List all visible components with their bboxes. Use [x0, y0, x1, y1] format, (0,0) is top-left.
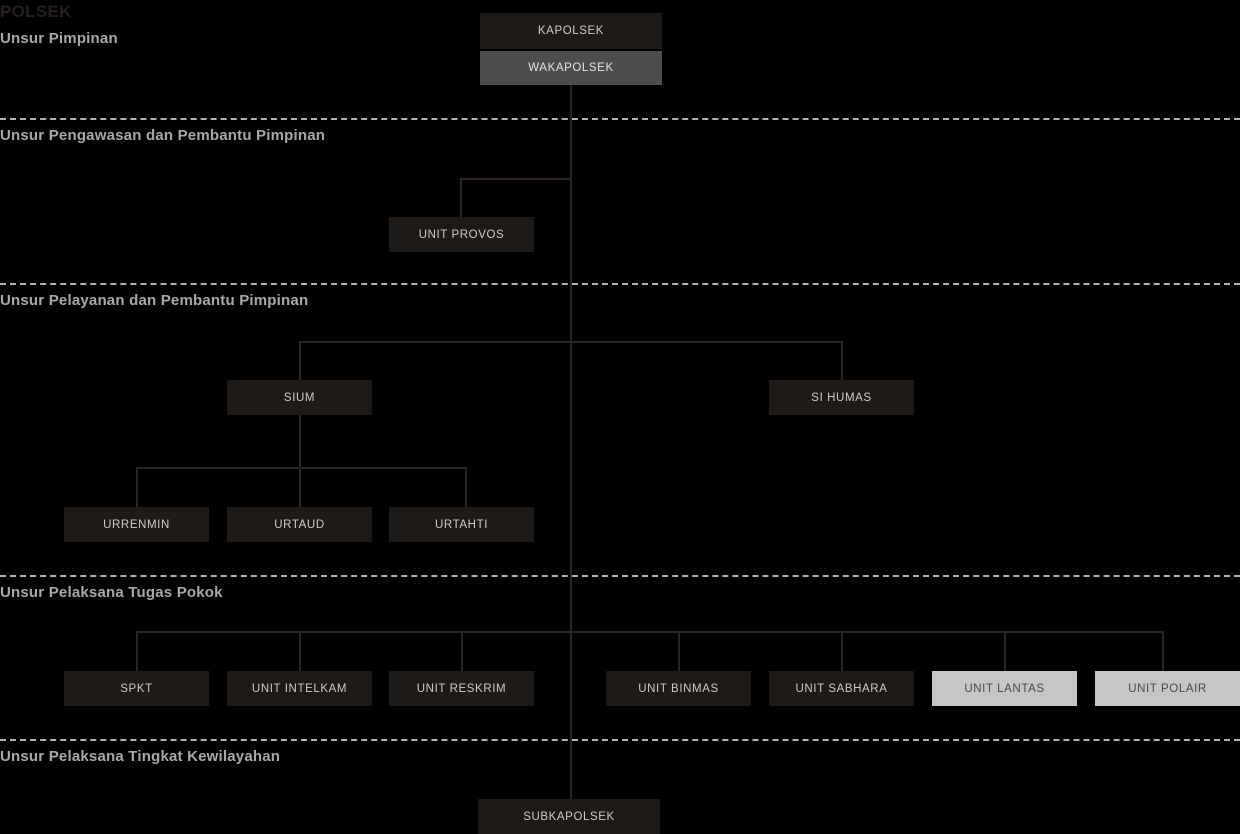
connector-urtahti-drop [465, 467, 467, 507]
band-label-pengawasan: Unsur Pengawasan dan Pembantu Pimpinan [0, 127, 326, 144]
divider-kewilayahan [0, 739, 1240, 741]
node-unit-sabhara[interactable]: UNIT SABHARA [769, 671, 914, 706]
node-kapolsek-label: KAPOLSEK [537, 25, 605, 37]
connector-provos-drop [460, 178, 462, 217]
node-unit-polair[interactable]: UNIT POLAIR [1095, 671, 1240, 706]
connector-unit-intelkam-drop [299, 631, 301, 671]
connector-urtaud-drop [299, 467, 301, 507]
trunk-line-main [570, 85, 572, 799]
node-unit-provos-label: UNIT PROVOS [418, 228, 505, 241]
node-unit-provos[interactable]: UNIT PROVOS [389, 217, 534, 252]
connector-sium-stem [299, 415, 301, 467]
node-urrenmin[interactable]: URRENMIN [64, 507, 209, 542]
connector-unit-polair-drop [1162, 631, 1164, 671]
connector-sium-drop [299, 341, 301, 380]
node-subkapolsek[interactable]: SUBKAPOLSEK [478, 799, 660, 834]
node-unit-lantas[interactable]: UNIT LANTAS [932, 671, 1077, 706]
band-label-pimpinan: Unsur Pimpinan [0, 30, 118, 47]
page-title: POLSEK [0, 2, 72, 21]
node-urtaud-label: URTAUD [274, 518, 325, 531]
node-urtahti[interactable]: URTAHTI [389, 507, 534, 542]
node-unit-intelkam-label: UNIT INTELKAM [251, 682, 348, 695]
connector-pelaksana-horizontal [136, 631, 1162, 633]
connector-unit-lantas-drop [1004, 631, 1006, 671]
node-sium-label: SIUM [283, 391, 316, 404]
node-unit-sabhara-label: UNIT SABHARA [795, 682, 888, 695]
connector-urrenmin-drop [136, 467, 138, 507]
node-unit-binmas-label: UNIT BINMAS [638, 682, 719, 695]
divider-pelaksana [0, 575, 1240, 577]
node-urtahti-label: URTAHTI [435, 518, 488, 531]
node-sium[interactable]: SIUM [227, 380, 372, 415]
divider-pelayanan [0, 283, 1240, 285]
node-spkt[interactable]: SPKT [64, 671, 209, 706]
node-kapolsek[interactable]: KAPOLSEK [480, 13, 662, 49]
node-subkapolsek-label: SUBKAPOLSEK [523, 810, 615, 823]
connector-provos-horizontal [460, 178, 572, 180]
node-urrenmin-label: URRENMIN [103, 518, 170, 531]
connector-unit-binmas-drop [678, 631, 680, 671]
connector-ur-horizontal [136, 467, 466, 469]
node-unit-binmas[interactable]: UNIT BINMAS [606, 671, 751, 706]
node-wakapolsek-label: WAKAPOLSEK [528, 62, 614, 74]
band-label-kewilayahan: Unsur Pelaksana Tingkat Kewilayahan [0, 748, 281, 765]
connector-si-humas-drop [841, 341, 843, 380]
node-urtaud[interactable]: URTAUD [227, 507, 372, 542]
node-si-humas-label: SI HUMAS [811, 391, 872, 404]
connector-spkt-drop [136, 631, 138, 671]
node-unit-reskrim-label: UNIT RESKRIM [416, 682, 507, 695]
band-label-pelayanan: Unsur Pelayanan dan Pembantu Pimpinan [0, 292, 309, 309]
node-unit-intelkam[interactable]: UNIT INTELKAM [227, 671, 372, 706]
divider-pengawasan [0, 118, 1240, 120]
connector-pelayanan-horizontal [299, 341, 843, 343]
node-si-humas[interactable]: SI HUMAS [769, 380, 914, 415]
node-spkt-label: SPKT [120, 682, 153, 695]
connector-unit-reskrim-drop [461, 631, 463, 671]
node-unit-reskrim[interactable]: UNIT RESKRIM [389, 671, 534, 706]
node-unit-lantas-label: UNIT LANTAS [964, 682, 1045, 695]
node-unit-polair-label: UNIT POLAIR [1128, 682, 1207, 695]
connector-unit-sabhara-drop [841, 631, 843, 671]
band-label-pelaksana: Unsur Pelaksana Tugas Pokok [0, 584, 223, 601]
node-wakapolsek[interactable]: WAKAPOLSEK [480, 51, 662, 85]
